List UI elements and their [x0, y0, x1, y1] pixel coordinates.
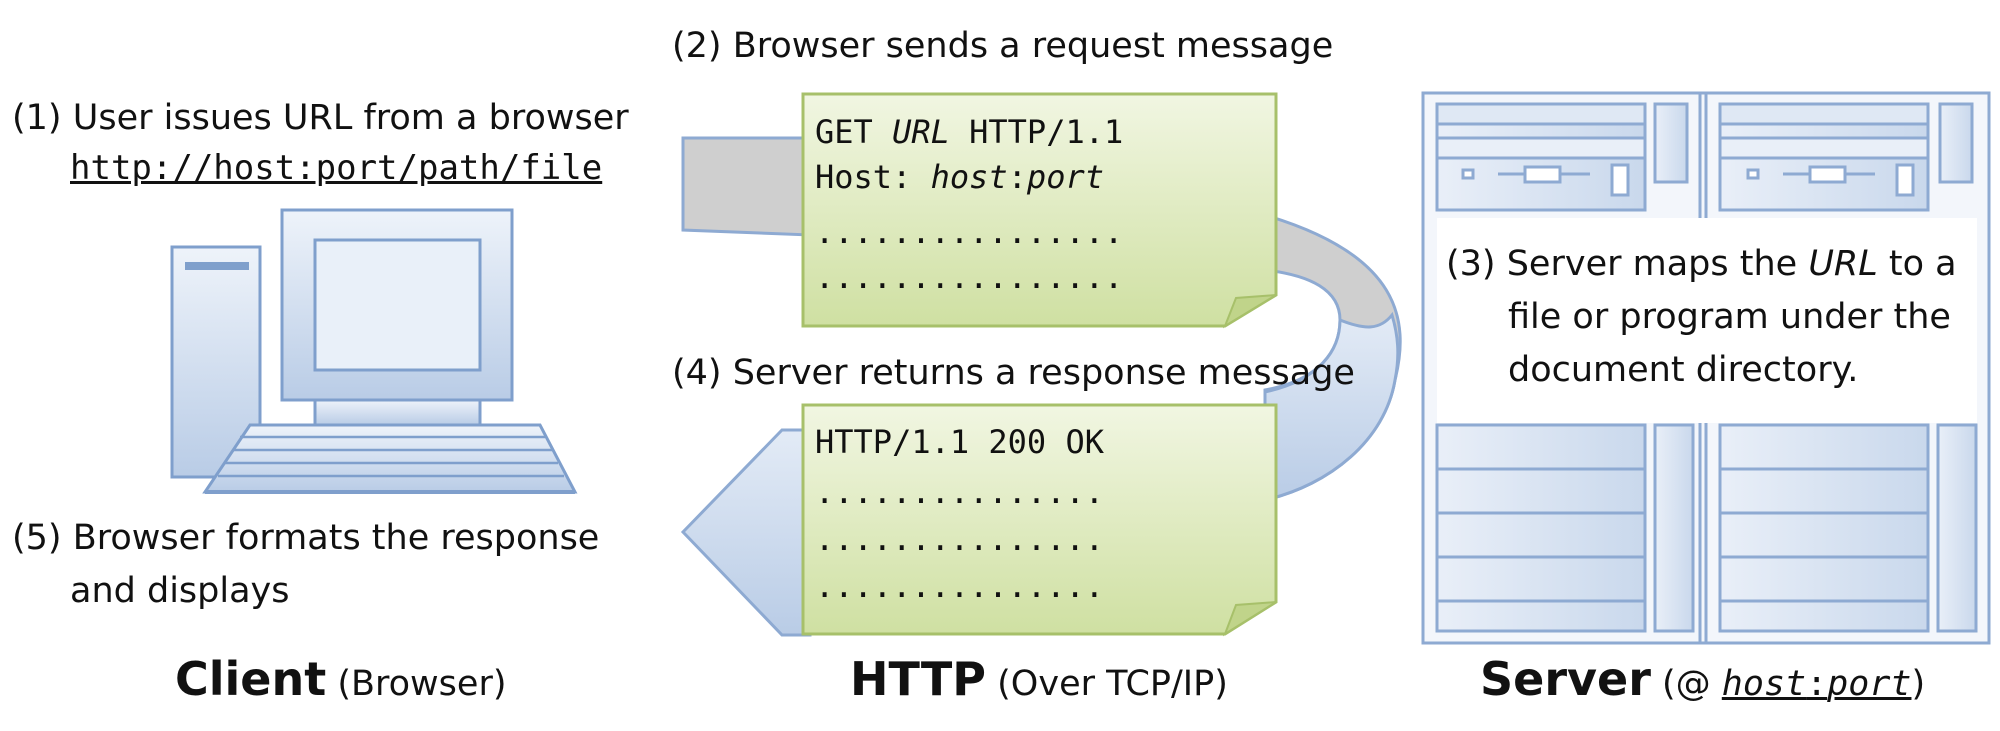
- server-sub-open: (@: [1650, 664, 1722, 704]
- client-computer-icon: [170, 208, 578, 494]
- step1-text: (1) User issues URL from a browser: [12, 97, 629, 139]
- request-protocol: HTTP/1.1: [949, 113, 1124, 151]
- pc-keyboard: [202, 423, 578, 494]
- server-sub-close: ): [1911, 664, 1926, 704]
- step3-line2: file or program under the: [1508, 297, 1951, 337]
- request-host-line: Host: host:port: [815, 155, 1104, 200]
- client-title: Client: [175, 652, 327, 706]
- request-colon: :: [1007, 158, 1027, 196]
- server-rack-icon: [1421, 91, 1991, 645]
- step3-url: URL: [1808, 244, 1878, 284]
- pc-monitor-neck: [313, 398, 482, 427]
- step1-number: (1): [12, 98, 62, 138]
- request-dots-1: ................: [815, 213, 1124, 251]
- step1-url: http://host:port/path/file: [70, 148, 603, 188]
- request-host-label: Host:: [815, 158, 931, 196]
- server-host: host: [1721, 664, 1807, 704]
- server-label: Server (@ host:port): [1480, 652, 1925, 707]
- pc-tower-slot: [185, 262, 249, 270]
- server-port: port: [1827, 664, 1912, 704]
- step5-number: (5): [12, 518, 62, 558]
- request-arrow-shape: [681, 136, 1402, 502]
- request-message-note: [801, 92, 1278, 329]
- request-url: URL: [892, 113, 950, 151]
- step3-line1: (3) Server maps the URL to a: [1446, 238, 1957, 291]
- request-line: GET URL HTTP/1.1: [815, 110, 1123, 155]
- request-host: host: [930, 158, 1008, 196]
- step4-text: (4) Server returns a response message: [672, 353, 1355, 393]
- step3-line1b: to a: [1877, 244, 1957, 284]
- server-title: Server: [1480, 652, 1651, 706]
- http-title: HTTP: [850, 652, 987, 706]
- step5-line1-label: Browser formats the response: [72, 518, 600, 558]
- server-text-panel: [1437, 218, 1977, 423]
- step3-line3: document directory.: [1508, 350, 1859, 390]
- client-label: Client (Browser): [175, 652, 507, 707]
- pc-screen: [313, 238, 482, 372]
- response-status-line: HTTP/1.1 200 OK: [815, 423, 1104, 461]
- step3-number: (3): [1446, 244, 1496, 284]
- step1-label: User issues URL from a browser: [72, 98, 629, 138]
- http-label: HTTP (Over TCP/IP): [850, 652, 1228, 707]
- http-subtitle: (Over TCP/IP): [986, 664, 1228, 704]
- request-dots-2: ................: [815, 258, 1124, 296]
- response-dots-3: ...............: [815, 567, 1104, 605]
- request-method: GET: [815, 113, 893, 151]
- step5-line2: and displays: [70, 571, 290, 611]
- client-subtitle: (Browser): [326, 664, 507, 704]
- step5-line1: (5) Browser formats the response: [12, 512, 599, 565]
- step2-text: (2) Browser sends a request message: [672, 26, 1334, 66]
- step3-line1a: Server maps the: [1506, 244, 1809, 284]
- response-arrow-head: [680, 428, 812, 637]
- step5-text: (5) Browser formats the response and dis…: [12, 512, 599, 618]
- step3-text: (3) Server maps the URL to a file or pro…: [1446, 238, 1957, 397]
- server-colon: :: [1806, 664, 1828, 704]
- response-dots-1: ...............: [815, 473, 1104, 511]
- response-dots-2: ...............: [815, 520, 1104, 558]
- response-message-note: [801, 403, 1278, 637]
- request-port: port: [1026, 158, 1104, 196]
